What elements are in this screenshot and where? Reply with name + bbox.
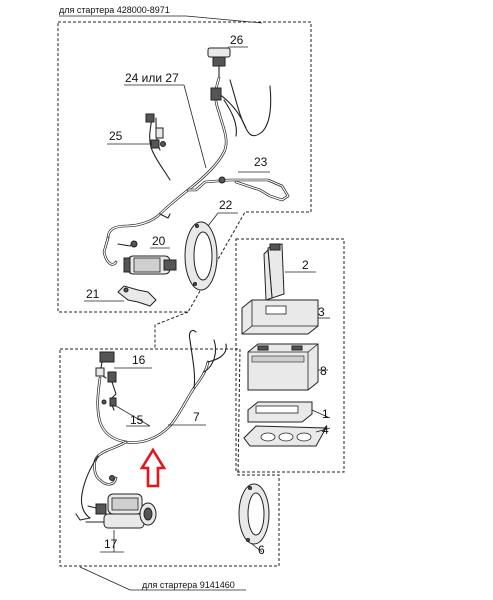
callout-20: 20	[152, 234, 166, 248]
part-26-connector	[207, 47, 231, 79]
callout-3: 3	[318, 305, 325, 319]
leader-4	[315, 427, 331, 433]
caption-top: для стартера 428000-8971	[59, 5, 170, 15]
callout-15: 15	[130, 413, 144, 427]
callout-16: 16	[132, 353, 146, 367]
leader-24-b	[183, 84, 207, 169]
leader-6	[251, 543, 263, 553]
callout-25: 25	[109, 129, 123, 143]
callout-21: 21	[86, 287, 100, 301]
callout-6: 6	[258, 543, 265, 557]
part-4-plate	[243, 425, 327, 447]
up-arrow-outline-icon	[139, 447, 167, 488]
callout-8: 8	[320, 364, 327, 378]
part-6-ring	[238, 483, 270, 545]
caption-bottom: для стартера 9141460	[142, 580, 235, 590]
part-2-strap	[263, 243, 285, 301]
part-16-relay	[95, 351, 117, 411]
part-21-bracket	[117, 285, 157, 307]
part-17-starter	[85, 493, 157, 529]
leader-1	[311, 409, 331, 419]
callout-24-27: 24 или 27	[125, 71, 179, 85]
region-bottom-dashed	[59, 348, 280, 567]
callout-2: 2	[302, 258, 309, 272]
callout-23: 23	[254, 155, 268, 169]
part-20-starter	[123, 255, 177, 275]
callout-17: 17	[104, 537, 118, 551]
part-7-harness	[75, 329, 227, 521]
callout-22: 22	[219, 198, 233, 212]
part-25-cable-group	[145, 113, 171, 181]
part-8-battery	[247, 343, 319, 391]
part-22-ring	[184, 221, 218, 291]
callout-26: 26	[230, 33, 244, 47]
caption-bottom-leader	[79, 566, 131, 591]
region-connector-dashed	[154, 311, 189, 349]
part-3-cover	[241, 299, 319, 335]
region-top-dashed	[57, 21, 312, 313]
callout-1: 1	[322, 407, 329, 421]
region-right-dashed	[235, 238, 345, 473]
part-24-27-harness	[102, 76, 290, 266]
part-1-tray	[247, 401, 313, 423]
callout-7: 7	[193, 410, 200, 424]
callout-4: 4	[322, 423, 329, 437]
leader-15	[115, 405, 151, 427]
leader-22-b	[207, 212, 219, 227]
